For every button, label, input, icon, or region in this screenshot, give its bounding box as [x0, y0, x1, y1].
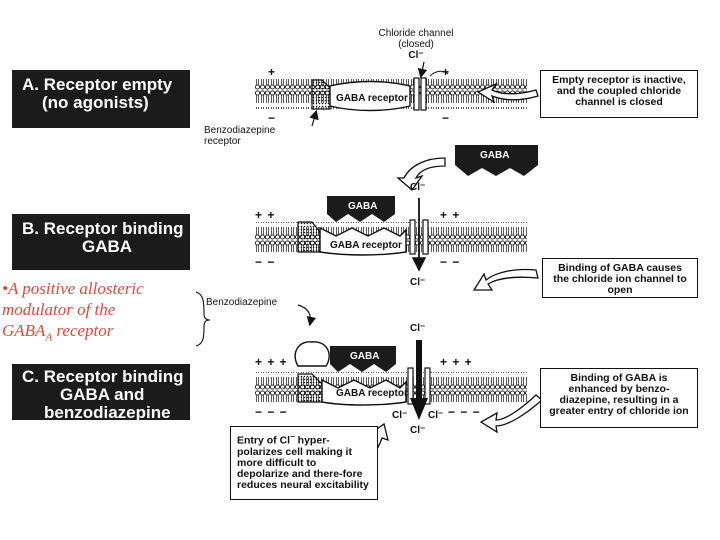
- charge-minus-b-right: − −: [440, 255, 461, 269]
- cl-label-top: Cl⁻: [410, 182, 426, 193]
- panel-a-title: A. Receptor empty (no agonists): [12, 70, 190, 128]
- cl-label-c-bottom: Cl⁻: [410, 425, 426, 436]
- free-gaba-ligand: [455, 145, 538, 176]
- note-empty-receptor: Empty receptor is inactive, and the coup…: [540, 70, 698, 118]
- panel-a-line1: A. Receptor empty: [22, 75, 173, 94]
- annotation-line1: •A positive allosteric: [2, 279, 144, 298]
- panel-a-line2: (no agonists): [42, 93, 149, 112]
- cl-label-b: Cl⁻: [410, 277, 426, 288]
- charge-plus-c-left: + + +: [255, 355, 288, 369]
- charge-minus-b-left: − −: [255, 255, 276, 269]
- charge-minus-a-right: −: [442, 111, 451, 125]
- charge-minus-c-right: − − −: [448, 405, 481, 419]
- benzodiazepine-receptor-label: Benzodiazepine receptor: [204, 125, 276, 147]
- gaba-label-c: GABA: [350, 351, 380, 362]
- panel-c-title: C. Receptor binding GABA and benzodiazep…: [12, 364, 190, 422]
- gaba-receptor-label-c: GABA receptor: [336, 388, 408, 399]
- panel-b-title: B. Receptor binding GABA: [12, 214, 190, 270]
- panel-c-line1: C. Receptor binding: [22, 367, 184, 386]
- charge-plus-c-right: + + +: [440, 355, 473, 369]
- cl-label-c-top: Cl⁻: [410, 323, 426, 334]
- gaba-receptor-label-b: GABA receptor: [330, 240, 402, 251]
- membrane-b: [255, 196, 527, 256]
- note-benzo-binding: Binding of GABA is enhanced by benzo-dia…: [540, 368, 698, 428]
- note-gaba-binding: Binding of GABA causes the chloride ion …: [542, 258, 698, 298]
- charge-plus-a-left: +: [268, 65, 277, 79]
- note-chloride-entry: Entry of Cl− hyper-polarizes cell making…: [230, 426, 378, 500]
- panel-c-line2: GABA and: [60, 385, 145, 404]
- gaba-label-free: GABA: [480, 150, 510, 161]
- panel-b-line1: B. Receptor binding: [22, 219, 184, 238]
- gaba-receptor-label-a: GABA receptor: [336, 93, 408, 104]
- panel-c-line3: benzodiazepine: [44, 403, 171, 422]
- annotation-line2: modulator of the: [2, 300, 116, 319]
- annotation-line3: GABAA receptor: [2, 321, 114, 344]
- panel-b-line2: GABA: [82, 237, 133, 256]
- chloride-channel-label: Chloride channel (closed) Cl⁻: [378, 28, 454, 61]
- cl-label-c-left: Cl⁻: [392, 410, 408, 421]
- benzodiazepine-label: Benzodiazepine: [206, 297, 278, 308]
- charge-plus-b-left: + +: [255, 208, 276, 222]
- charge-minus-a-left: −: [268, 111, 277, 125]
- charge-plus-b-right: + +: [440, 208, 461, 222]
- charge-minus-c-left: − − −: [255, 405, 288, 419]
- cl-label-c-right: Cl⁻: [428, 410, 444, 421]
- allosteric-annotation: •A positive allosteric modulator of the …: [2, 278, 202, 348]
- membrane-c: [255, 341, 527, 406]
- benzodiazepine-ligand: [294, 341, 330, 367]
- gaba-label-b: GABA: [348, 201, 378, 212]
- charge-plus-a-right: +: [442, 65, 451, 79]
